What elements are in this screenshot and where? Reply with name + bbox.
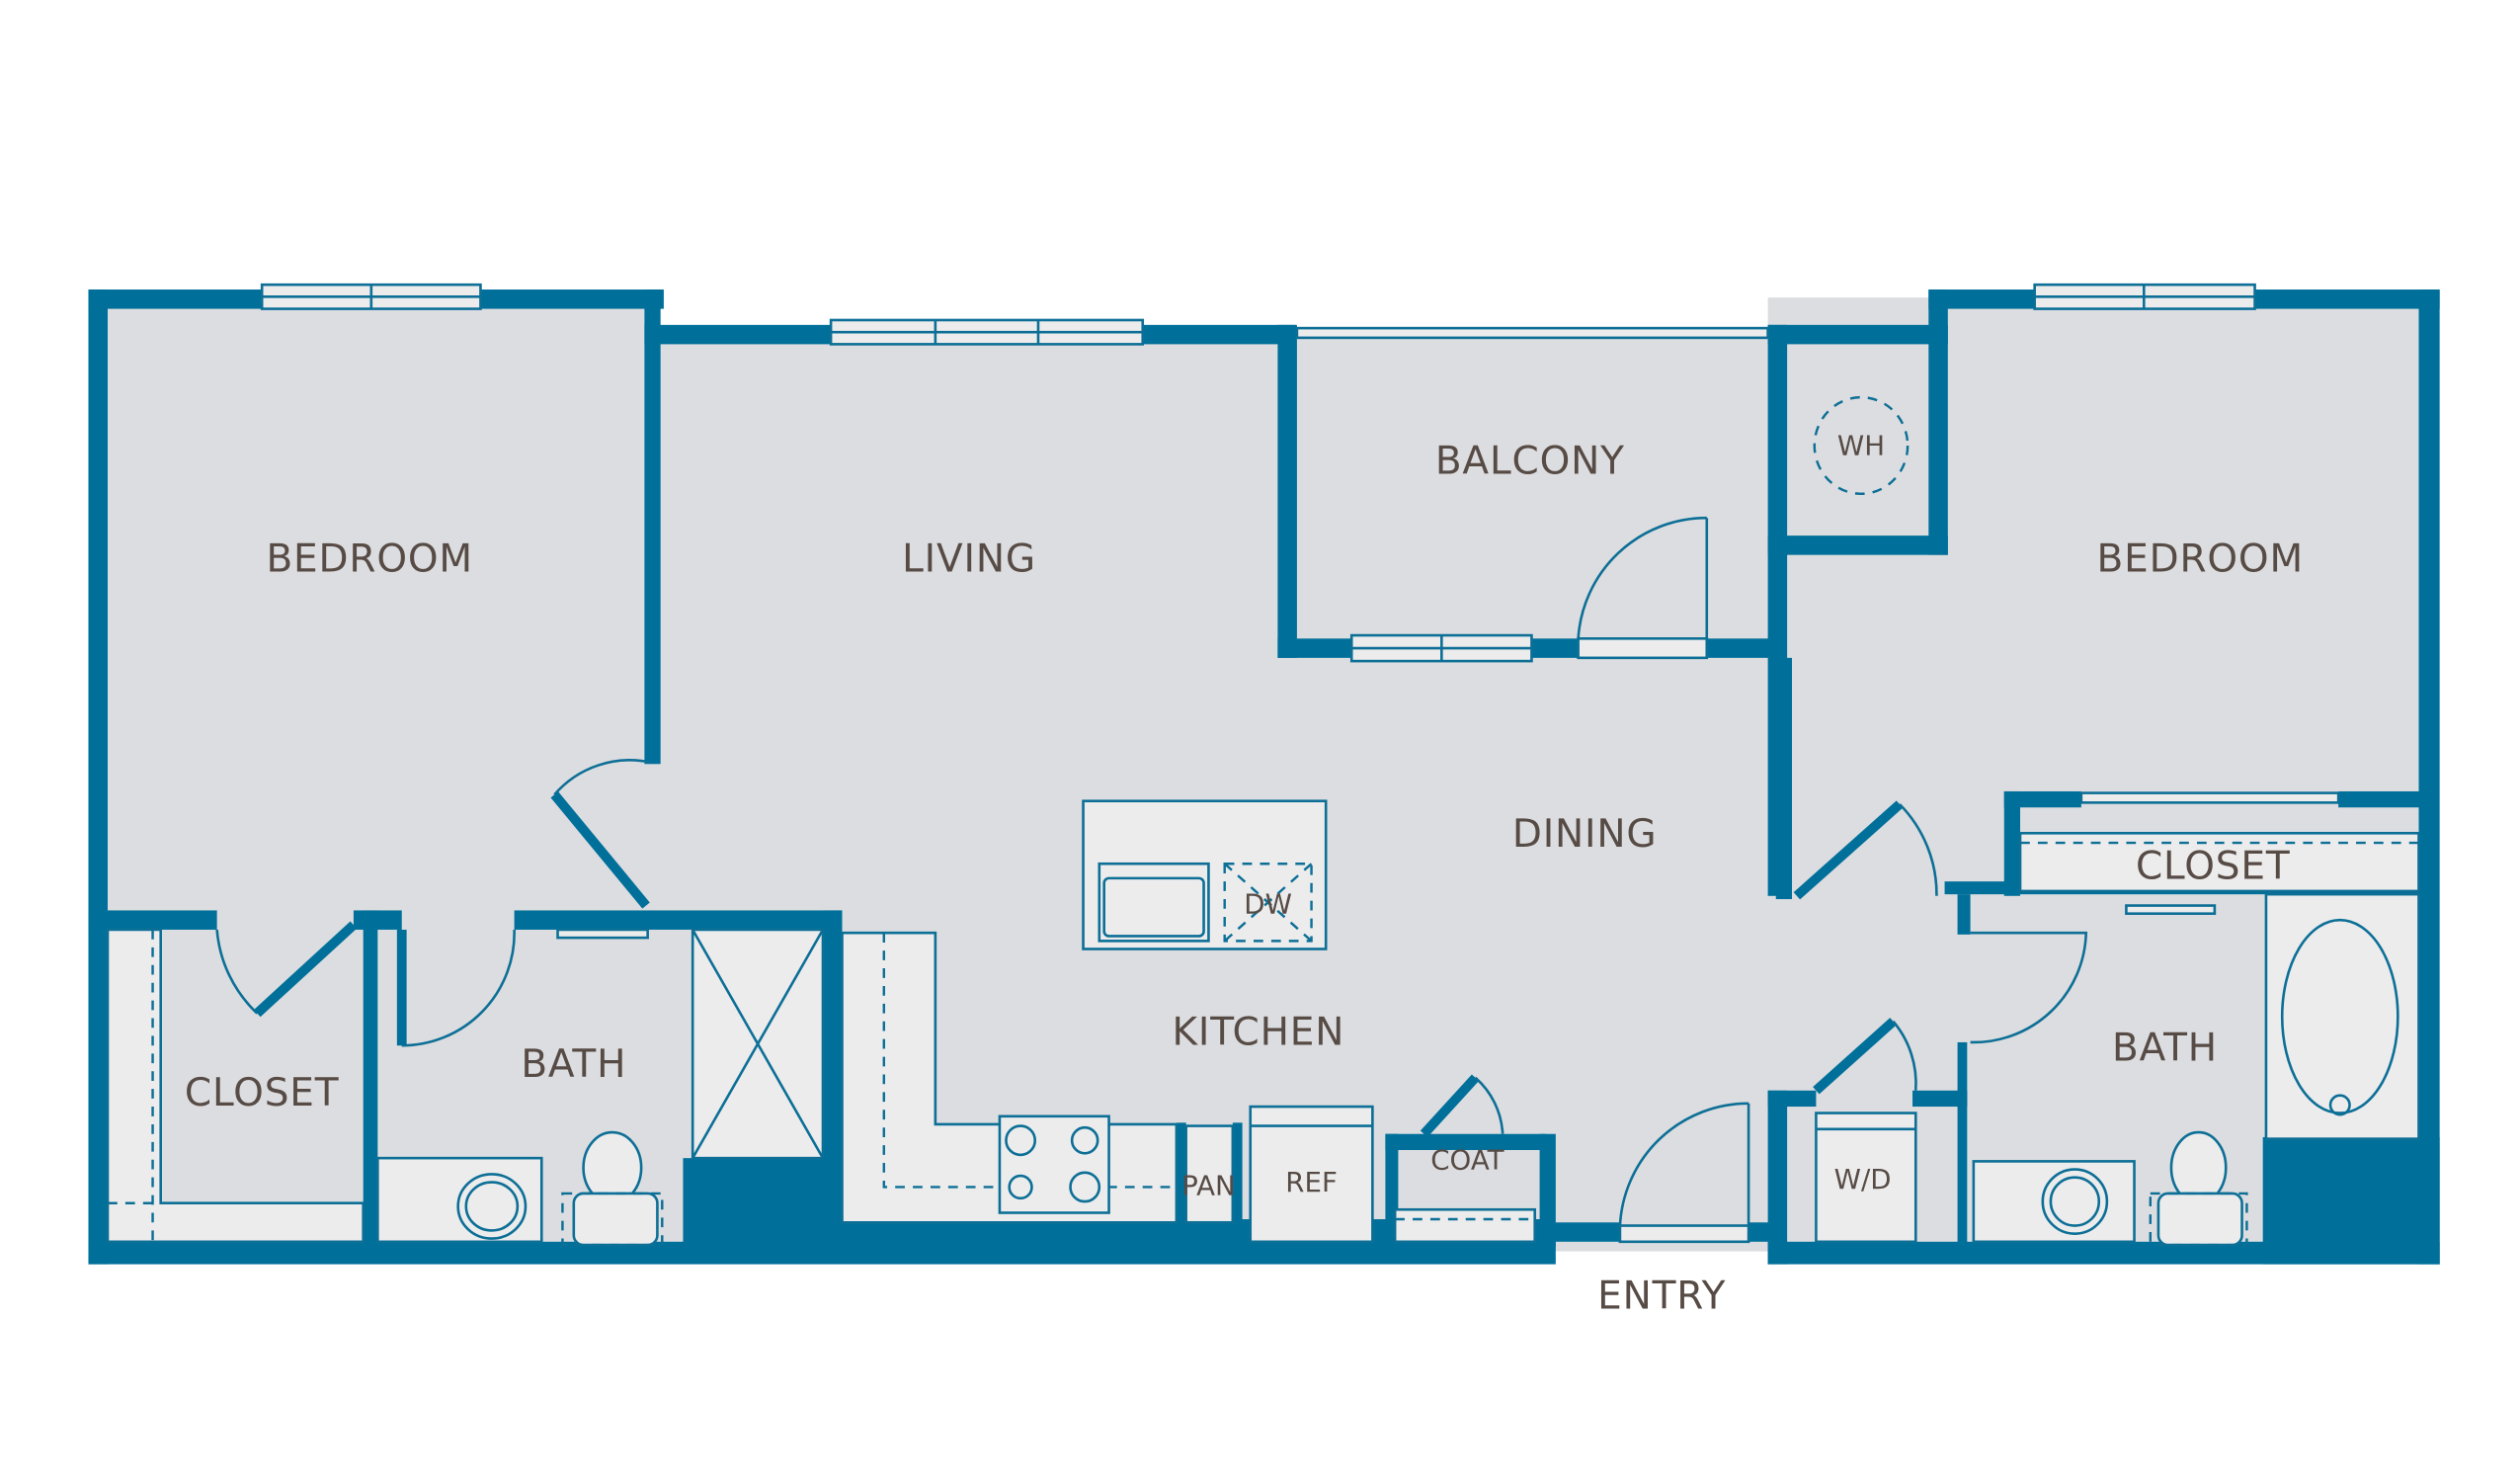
floor-areas (96, 297, 2430, 1252)
door-coat[interactable] (1420, 1074, 1504, 1138)
label-closet-left: CLOSET (185, 1071, 340, 1115)
door-balcony[interactable] (1577, 516, 1709, 660)
dishwasher-icon (1223, 863, 1313, 943)
label-refrigerator: REF (1285, 1166, 1338, 1198)
fixtures (106, 395, 2420, 1247)
door-bath-right[interactable] (1970, 931, 2088, 1044)
door-closet-left[interactable] (215, 921, 358, 1018)
kitchen-sink-icon (1097, 862, 1210, 943)
room-labels: BEDROOM LIVING BALCONY WH BEDROOM DINING… (185, 430, 2304, 1319)
label-pantry: PAN (1181, 1169, 1235, 1201)
label-dishwasher: DW (1244, 888, 1292, 921)
pantry (1184, 1124, 1235, 1224)
label-bath-right: BATH (2112, 1027, 2218, 1071)
coat-shelf (1393, 1207, 1537, 1244)
balcony-railing (1295, 326, 1769, 340)
label-living: LIVING (902, 537, 1036, 582)
door-bath-left[interactable] (396, 929, 516, 1047)
label-balcony: BALCONY (1435, 439, 1625, 483)
vanity-right (1972, 1160, 2136, 1244)
label-entry: ENTRY (1597, 1274, 1726, 1318)
label-dining: DINING (1512, 812, 1658, 857)
label-bath-left: BATH (521, 1042, 626, 1087)
door-entry[interactable] (1618, 1102, 1750, 1244)
washer-dryer-icon (1815, 1112, 1917, 1244)
sink-icon (2041, 1168, 2109, 1235)
label-washer-dryer: W/D (1834, 1163, 1892, 1195)
label-bedroom-left: BEDROOM (266, 537, 472, 582)
sink-icon (456, 1173, 528, 1240)
water-heater-icon (1813, 395, 1910, 496)
closet-sliding-door (2079, 791, 2340, 804)
refrigerator-icon (1249, 1105, 1374, 1244)
windows (260, 283, 2340, 804)
label-water-heater: WH (1837, 430, 1885, 462)
door-bedroom-left[interactable] (550, 759, 652, 909)
label-coat: COAT (1430, 1143, 1504, 1176)
bathtub-icon (2264, 892, 2420, 1140)
label-bedroom-right: BEDROOM (2097, 537, 2304, 582)
label-kitchen: KITCHEN (1172, 1010, 1344, 1054)
doors[interactable] (215, 516, 2088, 1244)
label-closet-right: CLOSET (2136, 845, 2291, 889)
door-bedroom-right[interactable] (1793, 800, 1938, 900)
door-wd[interactable] (1813, 1018, 1917, 1095)
